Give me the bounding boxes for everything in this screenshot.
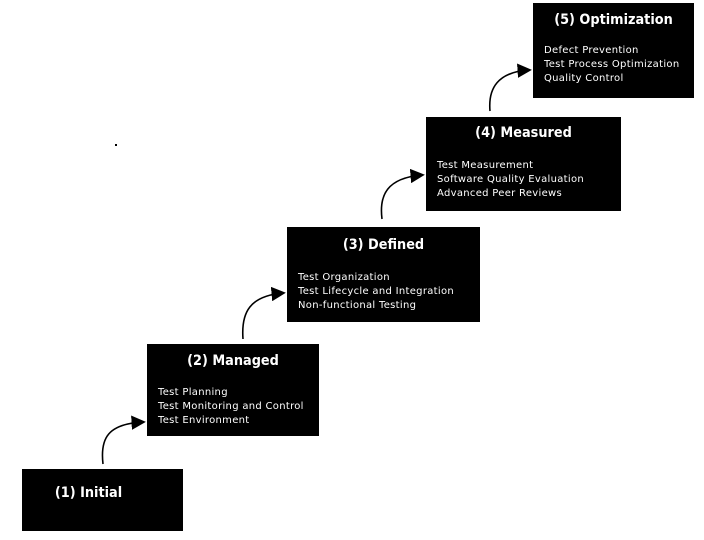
level-4-items: Test Measurement Software Quality Evalua… [437, 159, 584, 201]
level-4-item: Test Measurement [437, 160, 534, 171]
level-3-item: Test Lifecycle and Integration [298, 286, 455, 297]
level-1-title: (1) Initial [54, 485, 123, 501]
arrow-level-3-to-4 [380, 168, 425, 220]
stray-dot [115, 144, 117, 146]
level-3-title: (3) Defined [342, 237, 425, 253]
level-2-item: Test Planning [158, 387, 228, 398]
level-2-box: (2) Managed Test Planning Test Monitorin… [147, 344, 319, 436]
level-4-item: Software Quality Evaluation [437, 174, 585, 185]
level-4-title: (4) Measured [475, 125, 572, 141]
level-5-item: Test Process Optimization [544, 59, 680, 70]
arrow-level-2-to-3 [241, 286, 286, 340]
level-2-item: Test Environment [158, 415, 250, 426]
level-5-items: Defect Prevention Test Process Optimizat… [544, 44, 679, 86]
level-5-box: (5) Optimization Defect Prevention Test … [533, 3, 694, 98]
level-5-item: Defect Prevention [544, 45, 639, 56]
level-3-item: Non-functional Testing [298, 300, 417, 311]
level-2-items: Test Planning Test Monitoring and Contro… [158, 386, 304, 428]
level-4-box: (4) Measured Test Measurement Software Q… [426, 117, 621, 211]
level-5-item: Quality Control [544, 73, 624, 84]
level-3-item: Test Organization [298, 272, 390, 283]
level-5-title: (5) Optimization [554, 12, 673, 28]
arrow-level-1-to-2 [101, 415, 146, 465]
level-3-box: (3) Defined Test Organization Test Lifec… [287, 227, 480, 322]
level-2-title: (2) Managed [187, 353, 279, 369]
level-3-items: Test Organization Test Lifecycle and Int… [298, 271, 454, 313]
arrow-level-4-to-5 [488, 63, 532, 112]
level-4-item: Advanced Peer Reviews [437, 188, 563, 199]
level-1-box: (1) Initial [22, 469, 183, 531]
level-2-item: Test Monitoring and Control [158, 401, 304, 412]
